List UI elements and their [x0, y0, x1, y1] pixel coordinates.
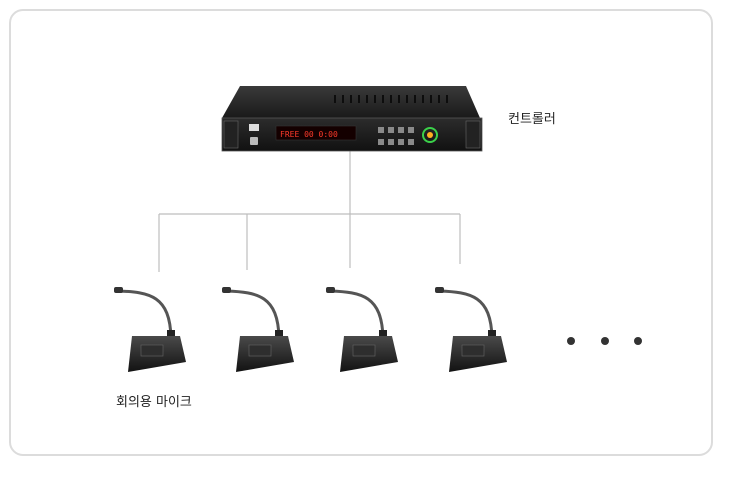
diagram-frame [9, 9, 713, 456]
rack-controller-icon: FREE 00 0:00 [221, 86, 483, 152]
continuation-dots [567, 337, 642, 345]
controller-display: FREE 00 0:00 [280, 130, 338, 139]
microphone-3 [326, 287, 398, 372]
microphones-label: 회의용 마이크 [116, 395, 192, 410]
connection-wires [158, 150, 461, 272]
controller-label: 컨트롤러 [508, 112, 556, 127]
microphone-2 [222, 287, 294, 372]
microphone-4 [435, 287, 507, 372]
microphone-1 [114, 287, 186, 372]
